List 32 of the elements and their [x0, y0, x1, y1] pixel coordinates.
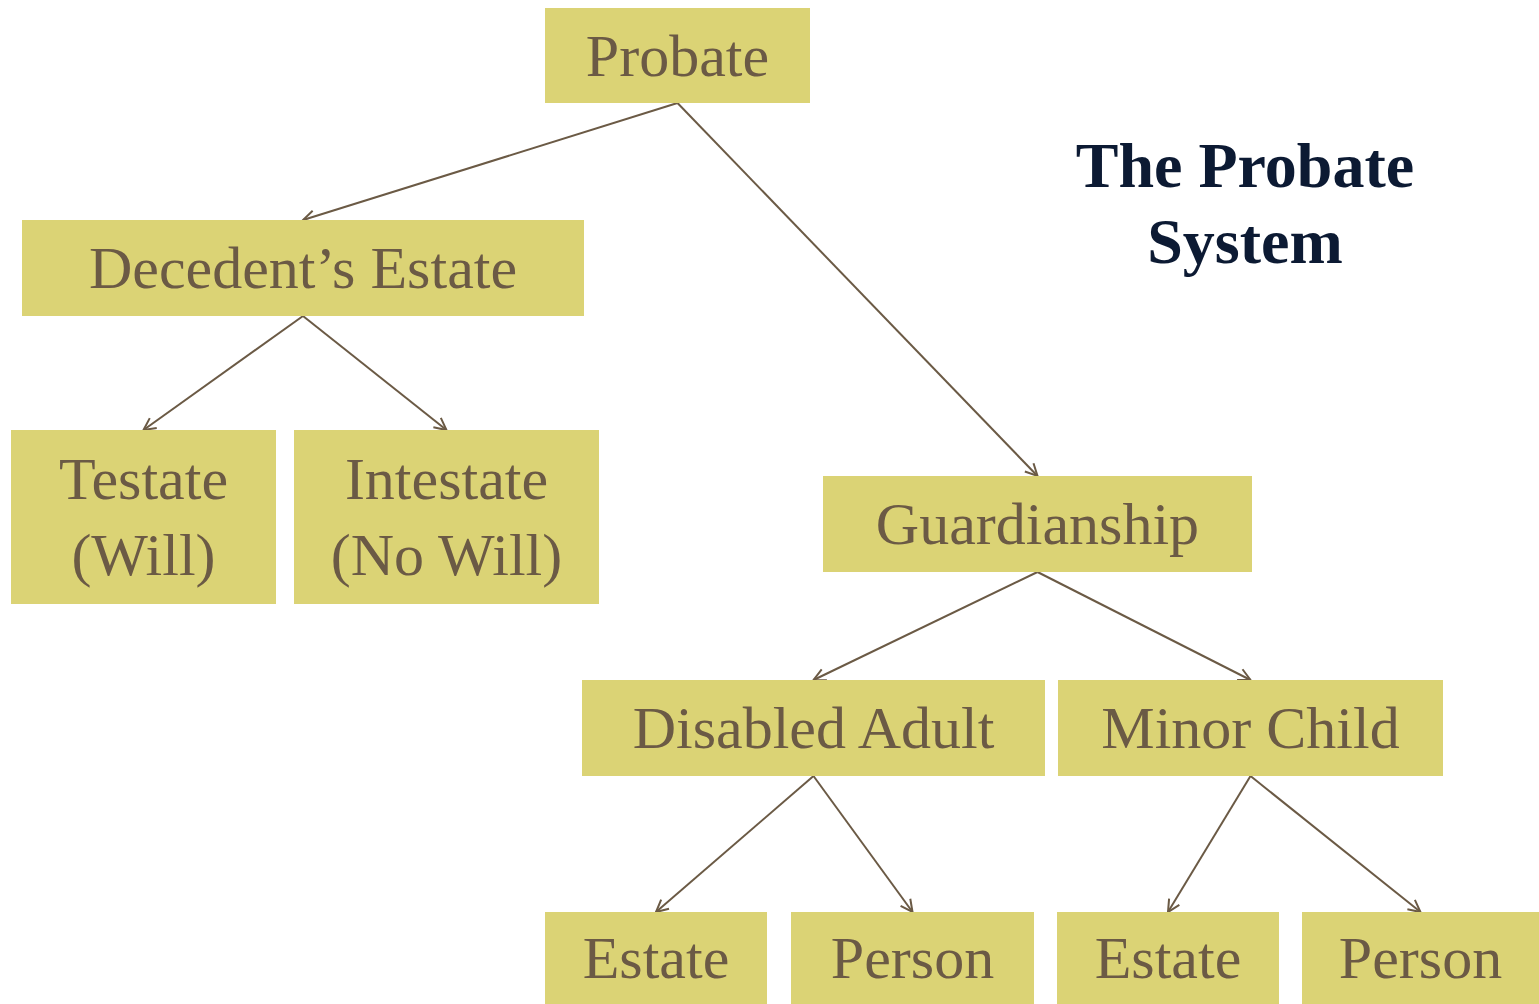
node-label: Estate	[582, 924, 730, 993]
node-label: Decedent’s Estate	[88, 234, 518, 303]
category-box	[1058, 680, 1443, 776]
arrow	[142, 315, 304, 431]
category-box	[294, 430, 599, 604]
arrow	[812, 571, 1039, 682]
node-label: Probate	[585, 21, 770, 91]
title: The Probate System	[1074, 129, 1416, 279]
node-label: Person	[830, 924, 995, 993]
arrow	[655, 775, 815, 913]
category-box	[545, 912, 767, 1004]
category-box	[823, 476, 1252, 572]
category-box	[22, 220, 584, 316]
node-label: Person	[1338, 924, 1503, 993]
node-label: Disabled Adult	[632, 694, 995, 763]
category-box	[582, 680, 1045, 776]
node-label: Testate (Will)	[57, 445, 229, 590]
arrow	[812, 775, 914, 913]
node-label: Intestate (No Will)	[329, 445, 564, 590]
node-label: Estate	[1094, 924, 1242, 993]
category-box	[1057, 912, 1279, 1004]
arrow	[1249, 775, 1422, 913]
arrow	[1167, 775, 1252, 913]
arrow	[302, 315, 448, 431]
arrow	[676, 102, 1039, 477]
category-box	[545, 8, 810, 103]
category-box	[11, 430, 276, 604]
node-label: Minor Child	[1101, 694, 1400, 763]
node-label: Guardianship	[875, 490, 1200, 559]
category-box	[1302, 912, 1539, 1004]
category-box	[791, 912, 1034, 1004]
arrow	[1036, 571, 1252, 681]
